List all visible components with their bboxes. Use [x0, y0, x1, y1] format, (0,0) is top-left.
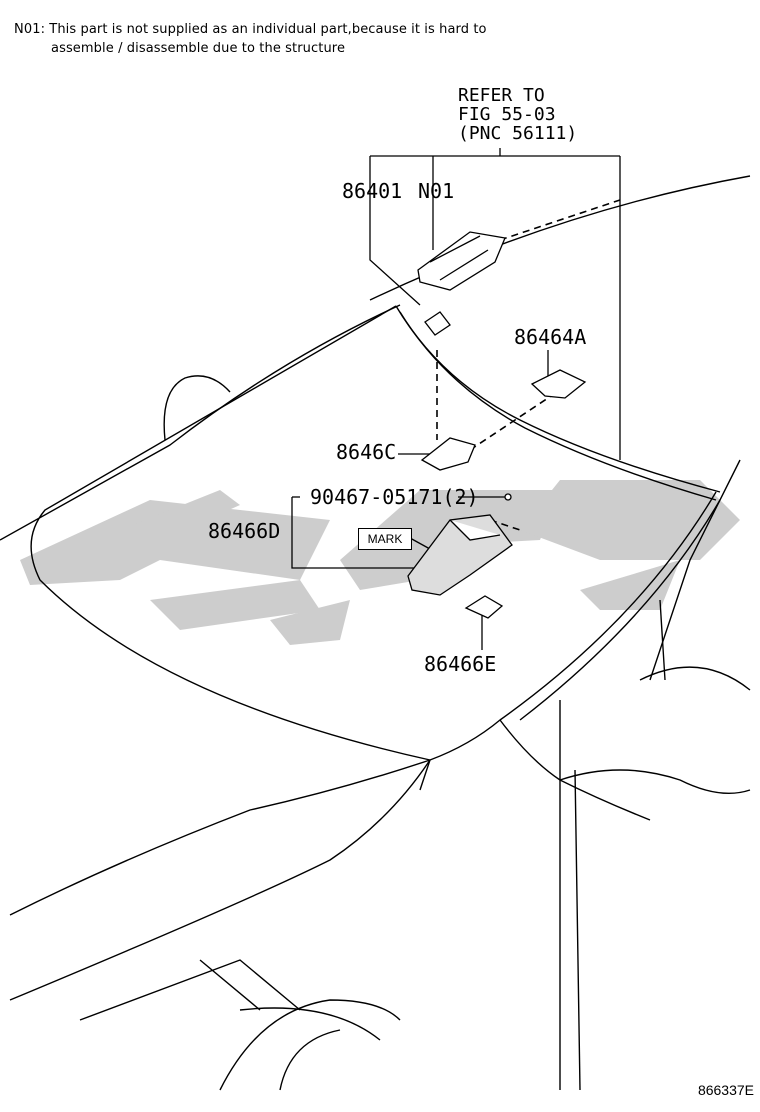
footnote: N01: This part is not supplied as an ind…	[14, 20, 487, 58]
footnote-line-1: N01: This part is not supplied as an ind…	[14, 22, 487, 37]
refer-line-1: REFER TO	[458, 85, 545, 106]
watermark-logo	[20, 480, 740, 645]
part-label-8646c[interactable]: 8646C	[336, 440, 397, 464]
part-label-86464a[interactable]: 86464A	[514, 325, 587, 349]
part-label-86466d[interactable]: 86466D	[208, 519, 281, 543]
refer-to-block: REFER TO FIG 55-03 (PNC 56111)	[458, 86, 577, 143]
part-label-86466e[interactable]: 86466E	[424, 652, 497, 676]
footnote-line-2: assemble / disassemble due to the struct…	[51, 41, 346, 56]
refer-line-2: FIG 55-03	[458, 104, 556, 125]
refer-line-3: (PNC 56111)	[458, 123, 578, 144]
part-label-90467-05171[interactable]: 90467-05171(2)	[310, 485, 479, 509]
mark-label: MARK	[358, 528, 412, 550]
part-label-86401[interactable]: 86401	[342, 179, 403, 203]
part-label-n01[interactable]: N01	[418, 179, 455, 203]
figure-id: 866337E	[697, 1082, 754, 1098]
